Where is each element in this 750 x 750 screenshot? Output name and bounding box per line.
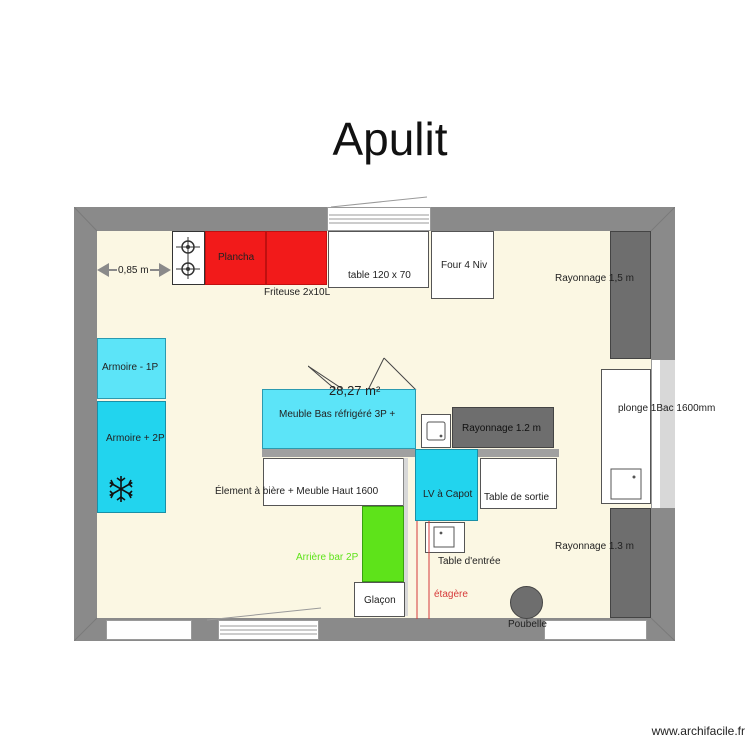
- table-de-sortie: [480, 458, 557, 509]
- meuble-bas-refrigere: [262, 389, 416, 449]
- four-4-niv-label: Four 4 Niv: [441, 260, 488, 271]
- bottom-window-left: [106, 620, 192, 640]
- gas-burners-icon: [176, 237, 200, 279]
- lv-a-capot-label: LV à Capot: [423, 489, 473, 500]
- arriere-bar-label: Arrière bar 2P: [296, 552, 359, 563]
- top-door-swing: [330, 196, 428, 208]
- table-120x70-label: table 120 x 70: [348, 270, 411, 281]
- area-label: 28,27 m²: [329, 383, 381, 398]
- rayonnage-1-3m-label: Rayonnage 1.3 m: [555, 541, 634, 552]
- etagere-label: étagère: [434, 589, 468, 600]
- armoire-1p-label: Armoire - 1P: [102, 362, 159, 373]
- arriere-bar: [362, 506, 404, 582]
- friteuse: [266, 231, 327, 285]
- table-de-sortie-label: Table de sortie: [484, 492, 550, 503]
- meuble-bas-label: Meuble Bas réfrigéré 3P +: [279, 409, 396, 420]
- etagere-outline: [416, 521, 430, 619]
- element-a-biere-label: Élement à bière + Meuble Haut 1600: [215, 486, 379, 497]
- plan-title: Apulit: [332, 113, 448, 165]
- rayonnage-1-5m: [610, 231, 651, 359]
- rayonnage-1-5m-label: Rayonnage 1,5 m: [555, 273, 634, 284]
- hand-sink: [421, 414, 451, 448]
- table-120x70: [328, 231, 429, 288]
- plancha: [205, 231, 266, 285]
- bottom-window-right: [544, 620, 647, 640]
- plonge: [601, 369, 651, 504]
- bottom-window-center-lines: [220, 625, 317, 635]
- friteuse-label: Friteuse 2x10L: [264, 287, 331, 298]
- hand-sink-icon: [426, 421, 446, 441]
- glacon-label: Glaçon: [364, 595, 396, 606]
- poubelle: [510, 586, 543, 619]
- plonge-basin-icon: [610, 468, 642, 500]
- rayonnage-1-2m: [452, 407, 554, 448]
- rayonnage-1-2m-label: Rayonnage 1.2 m: [462, 423, 541, 434]
- dimension-label: 0,85 m: [117, 265, 150, 276]
- plonge-label: plonge 1Bac 1600mm: [618, 403, 716, 414]
- plancha-label: Plancha: [218, 252, 255, 263]
- armoire-2p-label: Armoire + 2P: [106, 433, 165, 444]
- corner-lines: [74, 207, 675, 641]
- lv-a-capot: [415, 449, 478, 521]
- table-entree-label: Table d'entrée: [438, 556, 501, 567]
- poubelle-label: Poubelle: [508, 619, 547, 630]
- credit-link[interactable]: www.archifacile.fr: [651, 724, 745, 738]
- meuble-bas-lid-lines: [308, 357, 417, 391]
- top-window-lines: [329, 214, 429, 224]
- snowflake-icon: [109, 476, 133, 502]
- counter-edge: [262, 449, 559, 457]
- four-4-niv: [431, 231, 494, 299]
- element-a-biere: [263, 458, 404, 506]
- glacon: [354, 582, 405, 617]
- right-wall-strip: [660, 360, 675, 508]
- bottom-door-swing: [206, 607, 322, 621]
- armoire-1p: [97, 338, 166, 399]
- rayonnage-1-3m: [610, 508, 651, 618]
- table-entree-sink-icon: [433, 526, 455, 548]
